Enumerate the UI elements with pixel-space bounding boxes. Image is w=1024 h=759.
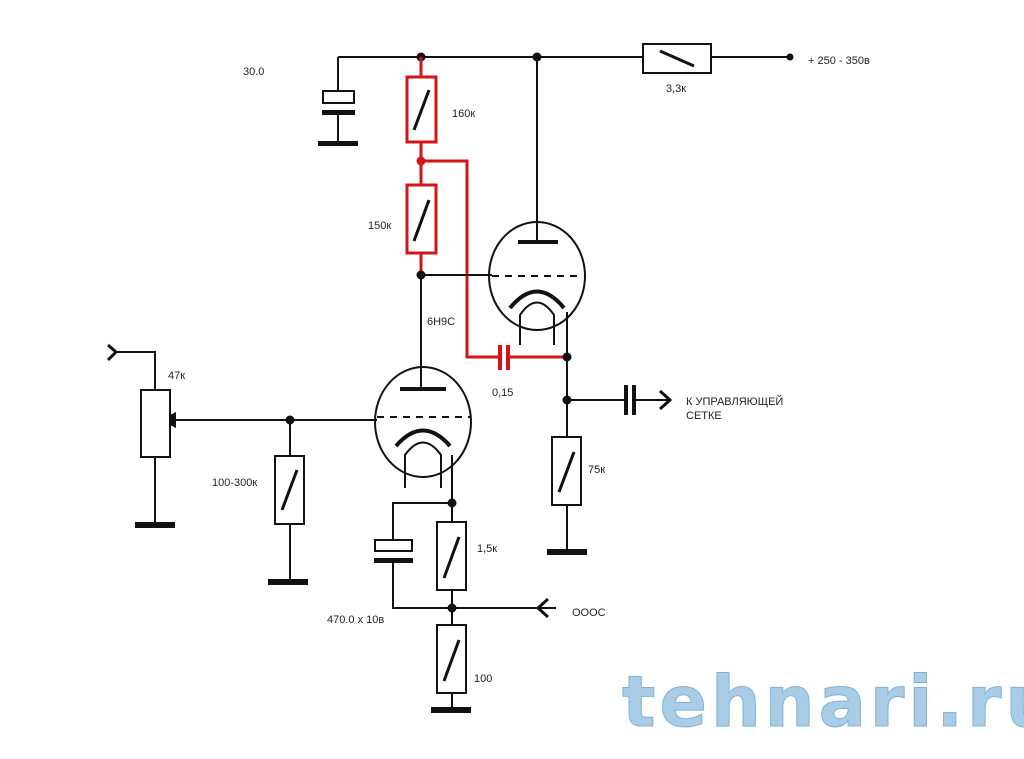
potentiometer-47k bbox=[106, 343, 175, 528]
ground-icon bbox=[547, 549, 587, 555]
resistor-grid bbox=[268, 420, 308, 585]
ground-icon bbox=[135, 522, 175, 528]
label-75k: 75к bbox=[588, 464, 605, 476]
label-output-1: К УПРАВЛЯЮЩЕЙ bbox=[686, 395, 783, 408]
label-015: 0,15 bbox=[492, 387, 513, 399]
supply-terminal bbox=[786, 53, 794, 61]
label-470: 470.0 x 10в bbox=[327, 614, 384, 626]
label-supply: + 250 - 350в bbox=[808, 55, 870, 67]
label-150k: 150к bbox=[368, 220, 391, 232]
output-arrow-icon bbox=[658, 389, 673, 411]
resistor-75k bbox=[547, 436, 587, 555]
resistor-100 bbox=[431, 624, 471, 713]
input-jack-icon bbox=[106, 343, 119, 362]
ground-icon bbox=[431, 707, 471, 713]
supply-rail bbox=[338, 52, 794, 62]
output-capacitor bbox=[567, 385, 673, 415]
capacitor-470uF bbox=[374, 502, 452, 609]
resistor-160k bbox=[405, 57, 438, 185]
resistor-3k3 bbox=[642, 43, 712, 74]
label-feedback: ОООС bbox=[572, 607, 606, 619]
input-network bbox=[160, 412, 377, 428]
label-160k: 160к bbox=[452, 108, 475, 120]
label-47k: 47к bbox=[168, 370, 185, 382]
bootstrap-path bbox=[421, 159, 567, 370]
label-30: 30.0 bbox=[243, 66, 264, 78]
feedback-arrow-icon bbox=[535, 597, 550, 619]
capacitor-30uF bbox=[318, 57, 358, 146]
lower-triode bbox=[374, 366, 472, 522]
label-tube: 6Н9С bbox=[427, 316, 455, 328]
label-output-2: СЕТКЕ bbox=[686, 410, 722, 422]
resistor-1k5 bbox=[436, 521, 467, 625]
ground-icon bbox=[268, 579, 308, 585]
label-100: 100 bbox=[474, 673, 492, 685]
upper-triode bbox=[488, 57, 586, 437]
watermark-logo: tehnari.ru bbox=[622, 661, 1024, 743]
ground-icon bbox=[318, 141, 358, 146]
label-100-300k: 100-300к bbox=[212, 477, 257, 489]
label-1k5: 1,5к bbox=[477, 543, 497, 555]
resistor-150k bbox=[405, 183, 438, 275]
feedback-input bbox=[452, 597, 556, 619]
label-3k3: 3,3к bbox=[666, 83, 686, 95]
